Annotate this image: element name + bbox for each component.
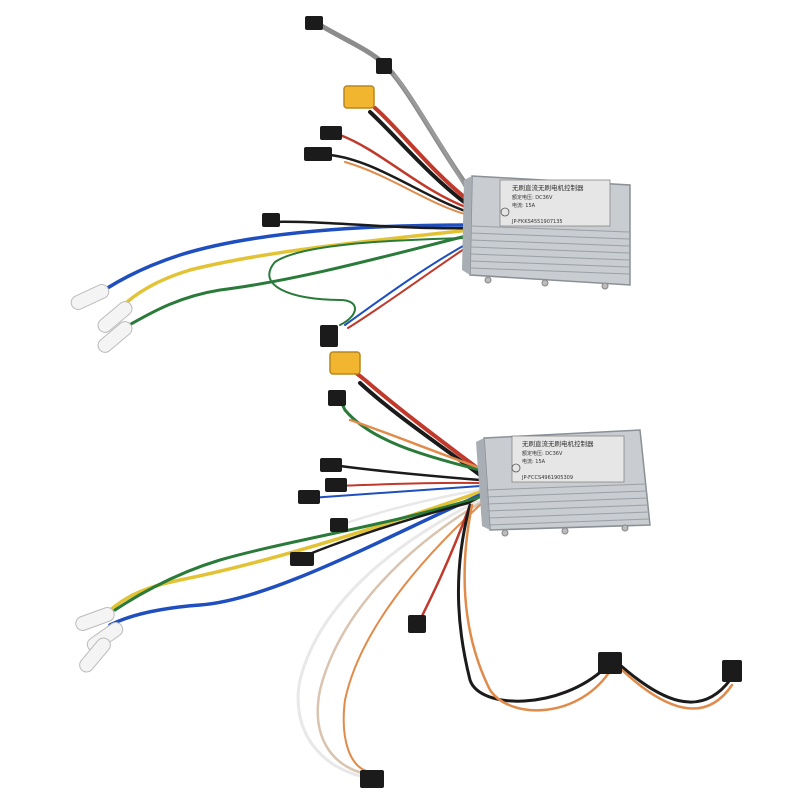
controller-bottom-wires [103, 363, 734, 780]
controller-top-assembly: 无刷直流无刷电机控制器 额定电压: DC36V 电流: 15A JP-FKKS4… [70, 16, 631, 353]
connector-bottom-9 [722, 660, 742, 682]
bullet-connector-top-1 [70, 284, 110, 310]
connector-bottom-6 [290, 552, 314, 566]
top-label-code: JP-FKKS4551907135 [511, 219, 563, 225]
bullet-connector-top-2 [97, 301, 133, 333]
connector-bottom-10 [360, 770, 384, 788]
connector-top-1 [305, 16, 323, 30]
bottom-label-logo [511, 463, 521, 473]
bullet-connector-bottom-3 [79, 637, 111, 673]
connector-bottom-4 [298, 490, 320, 504]
bottom-label-line1: 无刷直流无刷电机控制器 [522, 439, 594, 448]
connector-bottom-8 [598, 652, 622, 674]
bullet-connector-bottom-1 [75, 607, 115, 631]
xt60-connector-bottom [329, 351, 361, 375]
connector-bottom-7 [408, 615, 426, 633]
controller-bottom-housing: 无刷直流无刷电机控制器 额定电压: DC36V 电流: 15A JP-FCCS4… [476, 429, 651, 537]
controller-top-housing: 无刷直流无刷电机控制器 额定电压: DC36V 电流: 15A JP-FKKS4… [462, 175, 631, 290]
bullet-connector-top-3 [97, 321, 133, 353]
bottom-label-line3: 电流: 15A [522, 458, 546, 465]
top-label-logo [500, 207, 510, 217]
connector-top-2 [376, 58, 392, 74]
bottom-label-line2: 额定电压: DC36V [522, 450, 563, 457]
connector-top-4 [304, 147, 332, 161]
top-label-line1: 无刷直流无刷电机控制器 [512, 183, 584, 192]
controller-bottom-assembly: 无刷直流无刷电机控制器 额定电压: DC36V 电流: 15A JP-FCCS4… [75, 351, 742, 788]
bottom-label-code: JP-FCCS4961905309 [521, 475, 573, 481]
connector-bottom-1 [328, 390, 346, 406]
xt60-connector-top [343, 85, 375, 109]
connector-top-6 [320, 325, 338, 347]
controller-top-wires [88, 22, 473, 332]
connector-bottom-5 [330, 518, 348, 532]
connector-bottom-3 [325, 478, 347, 492]
top-label-line3: 电流: 15A [512, 202, 536, 209]
connector-top-3 [320, 126, 342, 140]
connector-bottom-2 [320, 458, 342, 472]
connector-top-5 [262, 213, 280, 227]
top-label-line2: 额定电压: DC36V [512, 194, 553, 201]
